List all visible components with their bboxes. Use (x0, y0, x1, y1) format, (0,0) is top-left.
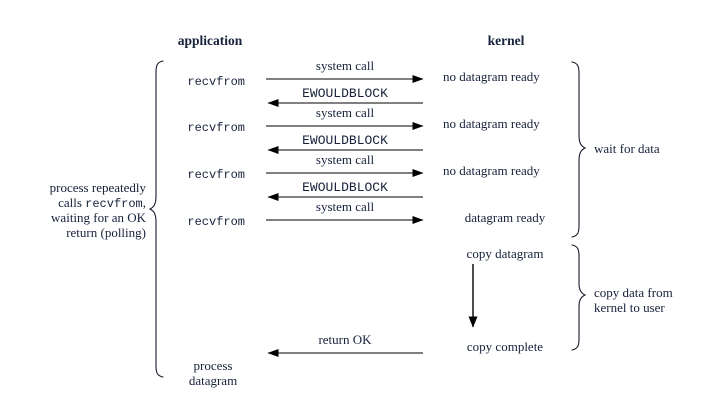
column-header-kernel: kernel (487, 33, 525, 48)
app-call-recvfrom-2: recvfrom (187, 121, 245, 135)
right-brace-wait-for-data (571, 61, 587, 238)
arrow-label-ewouldblock-2: EWOULDBLOCK (302, 133, 388, 148)
right-annotation-wait-for-data: wait for data (594, 141, 660, 156)
left-annotation-line1: process repeatedly (49, 180, 146, 195)
left-annotation-recvfrom: recvfrom (85, 197, 143, 211)
arrow-label-system-call-3: system call (315, 152, 375, 167)
kernel-state-copy-complete: copy complete (466, 339, 544, 354)
kernel-state-no-datagram-ready-3: no datagram ready (443, 163, 540, 178)
left-annotation-line3: waiting for an OK (51, 210, 146, 225)
arrow-label-ewouldblock-3: EWOULDBLOCK (302, 180, 388, 195)
left-annotation-line2-suffix: , (142, 195, 146, 210)
right-annotation-copy-data-line1: copy data from (594, 285, 673, 300)
app-call-recvfrom-1: recvfrom (187, 75, 245, 89)
left-brace-polling (148, 60, 164, 378)
arrow-label-ewouldblock-1: EWOULDBLOCK (302, 86, 388, 101)
app-final-line1: process (193, 358, 233, 373)
arrow-label-system-call-1: system call (315, 58, 375, 73)
app-final-line2: datagram (188, 373, 238, 388)
arrow-label-system-call-2: system call (315, 105, 375, 120)
arrow-label-system-call-4: system call (315, 199, 375, 214)
right-annotation-copy-data-line2: kernel to user (594, 300, 665, 315)
left-annotation-line2: calls recvfrom, (28, 195, 146, 212)
kernel-state-no-datagram-ready-2: no datagram ready (443, 116, 540, 131)
column-header-application: application (177, 33, 243, 48)
app-call-recvfrom-3: recvfrom (187, 168, 245, 182)
right-brace-copy-data (571, 244, 587, 351)
app-call-recvfrom-4: recvfrom (187, 215, 245, 229)
kernel-state-copy-datagram: copy datagram (466, 246, 544, 261)
arrow-label-return-ok: return OK (318, 332, 372, 347)
left-annotation-line4: return (polling) (66, 225, 146, 240)
kernel-state-no-datagram-ready-1: no datagram ready (443, 69, 540, 84)
left-annotation-line2-prefix: calls (58, 195, 86, 210)
kernel-state-datagram-ready: datagram ready (464, 210, 546, 225)
